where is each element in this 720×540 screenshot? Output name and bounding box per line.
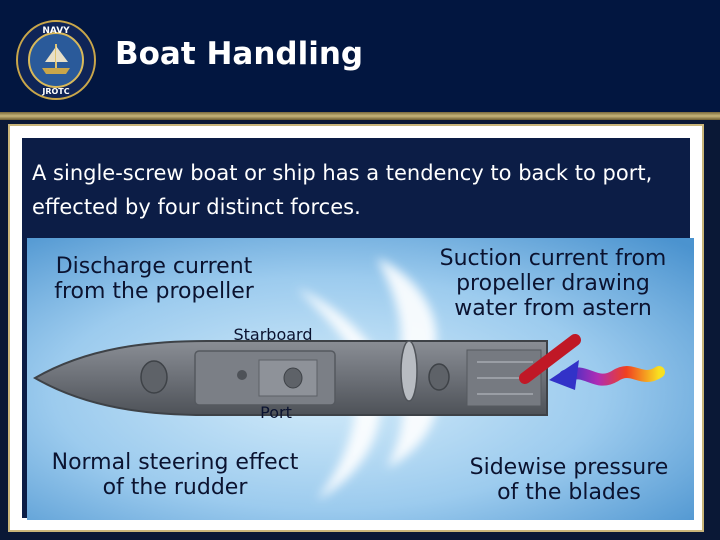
slide-title: Boat Handling (115, 36, 364, 72)
suction-arrow-head-icon (549, 360, 579, 390)
ship-icon (32, 340, 548, 416)
seal-top-text: NAVY (42, 26, 70, 36)
header-divider (0, 112, 720, 120)
label-starboard: Starboard (233, 325, 313, 344)
rudder-icon (519, 334, 581, 384)
label-port: Port (260, 403, 292, 422)
propeller-icon (400, 340, 418, 402)
label-steering-effect: Normal steering effect of the rudder (51, 450, 299, 500)
slide-header: NAVY JROTC Boat Handling (0, 0, 720, 112)
label-sidewise-pressure: Sidewise pressure of the blades (469, 455, 669, 505)
label-discharge-current: Discharge current from the propeller (54, 254, 254, 304)
suction-arrow-icon (559, 366, 665, 386)
label-suction-current: Suction current from propeller drawing w… (439, 246, 667, 321)
ship-forces-diagram (27, 238, 694, 520)
intro-text: A single-screw boat or ship has a tenden… (32, 161, 653, 219)
seal-bottom-text: JROTC (41, 87, 69, 96)
navy-jrotc-seal-icon: NAVY JROTC (16, 20, 96, 100)
